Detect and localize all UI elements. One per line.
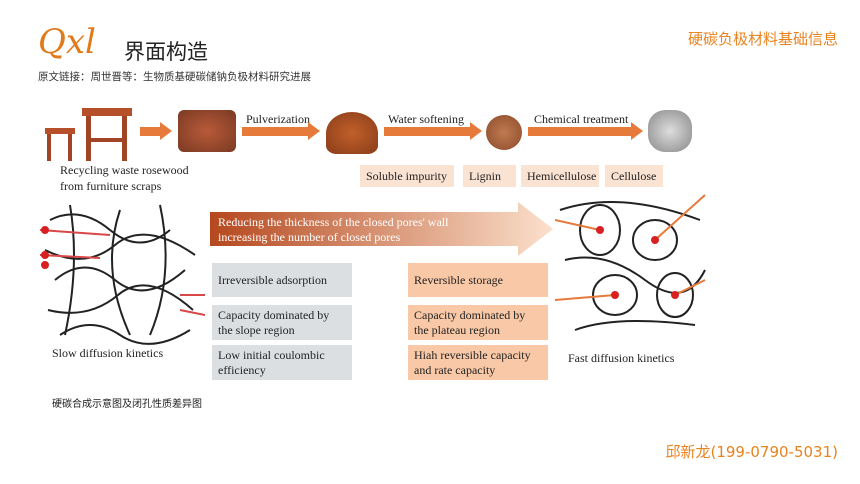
arrow-1 [140, 127, 162, 136]
slow-diffusion-structure [40, 204, 205, 345]
arrow-3-head [470, 122, 482, 140]
prop-slope-region: Capacity dominated by the slope region [212, 305, 352, 340]
contact-footer: 邱新龙(199-0790-5031) [665, 443, 838, 461]
component-hemicellulose: Hemicellulose [521, 165, 599, 187]
prop-irreversible-adsorption: Irreversible adsorption [212, 263, 352, 297]
furniture-image [45, 108, 132, 161]
prop-high-capacity: Hiah reversible capacity and rate capaci… [408, 345, 548, 380]
arrow-2 [242, 127, 310, 136]
source-label-line-1: Recycling waste rosewood [60, 163, 189, 177]
component-lignin: Lignin [463, 165, 516, 187]
figure-caption: 硬碳合成示意图及闭孔性质差异图 [52, 399, 202, 410]
powder-image [326, 112, 378, 154]
source-link[interactable]: 原文链接：周世晋等：生物质基硬碳储钠负极材料研究进展 [38, 71, 311, 83]
step-pulverization: Pulverization [246, 112, 310, 126]
component-soluble-impurity: Soluble impurity [360, 165, 454, 187]
arrow-3 [384, 127, 472, 136]
wood-pieces-image [178, 110, 236, 152]
source-label-line-2: from furniture scraps [60, 178, 162, 193]
arrow-4 [528, 127, 633, 136]
fast-diffusion-label: Fast diffusion kinetics [568, 351, 675, 365]
step-chemical-treatment: Chemical treatment [534, 112, 629, 126]
section-title: 硬碳负极材料基础信息 [687, 30, 838, 48]
component-cellulose: Cellulose [605, 165, 663, 187]
prop-reversible-storage: Reversible storage [408, 263, 548, 297]
arrow-text-line-1: Reducing the thickness of the closed por… [218, 215, 449, 229]
slow-diffusion-label: Slow diffusion kinetics [52, 346, 164, 360]
logo: Qxl [38, 22, 96, 62]
fast-diffusion-structure [555, 194, 706, 331]
prop-low-ice: Low initial coulombic efficiency [212, 345, 352, 380]
hard-carbon-image [648, 110, 692, 152]
big-arrow [210, 202, 553, 256]
page-title: 界面构造 [124, 40, 208, 64]
arrow-1-head [160, 122, 172, 140]
prop-plateau-region: Capacity dominated by the plateau region [408, 305, 548, 340]
arrow-text-line-2: increasing the number of closed pores [218, 230, 401, 244]
arrow-2-head [308, 122, 320, 140]
softened-powder-image [486, 115, 522, 150]
arrow-text: Reducing the thickness of the closed por… [218, 215, 448, 245]
step-water-softening: Water softening [388, 112, 465, 126]
arrow-4-head [631, 122, 643, 140]
